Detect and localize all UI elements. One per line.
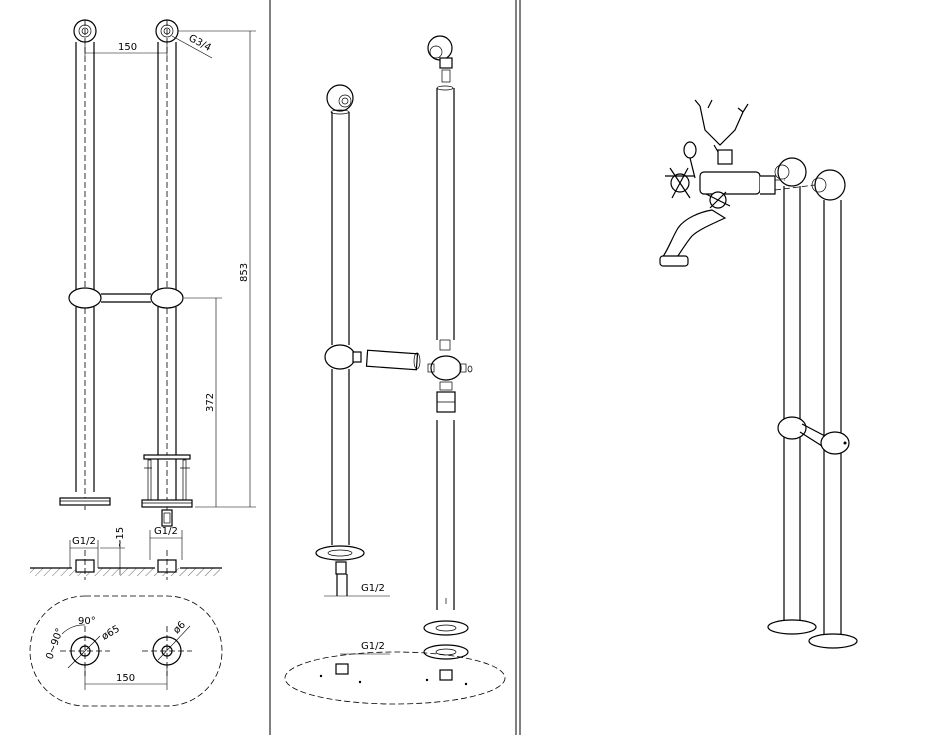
persp-front-pipe	[808, 169, 858, 649]
exploded-bar-piece	[365, 349, 421, 371]
dim-thread-right-label: G1/2	[154, 526, 178, 537]
dim-spacing-top: 150	[84, 42, 168, 56]
dim-total-height: 853	[178, 30, 256, 508]
dim-depth-label: ~15	[115, 527, 126, 548]
exploded-floor-plate: G1/2	[284, 641, 506, 705]
plan-dia-screw-label: ø6	[171, 620, 188, 637]
exploded-thread-lower-label: G1/2	[361, 583, 385, 594]
dim-thread-top-label: G3/4	[187, 33, 213, 54]
persp-tap-mixer	[659, 99, 816, 267]
dim-total-height-label: 853	[239, 263, 250, 282]
elevation-view: 150 G3/4 853 372 G1/2	[29, 19, 256, 707]
dim-spacing-top-label: 150	[118, 42, 137, 53]
plan-view: 0~90° 90° ø65 ø6 150	[29, 595, 223, 707]
dim-bar-height: 372	[184, 297, 222, 507]
right-base-flange	[141, 499, 193, 508]
exploded-left-column: G1/2	[315, 84, 390, 597]
dim-thread-left: G1/2	[69, 536, 99, 568]
connecting-bar	[68, 287, 184, 309]
left-standpipe	[75, 20, 95, 510]
plan-spacing-label: 150	[116, 673, 135, 684]
exploded-view: G1/2	[284, 35, 506, 705]
plan-dia-pipe-label: ø65	[100, 624, 122, 643]
persp-back-pipe	[767, 157, 817, 635]
exploded-right-column	[423, 35, 473, 660]
right-spigot	[161, 509, 173, 527]
dim-bar-height-label: 372	[205, 393, 216, 412]
perspective-view	[659, 99, 858, 649]
plan-angle-2-label: 90°	[78, 616, 96, 627]
persp-cross-bar	[777, 416, 850, 455]
left-base-flange	[59, 497, 111, 506]
plan-angle-1-label: 0~90°	[44, 627, 65, 661]
dim-thread-top: G3/4	[171, 33, 213, 59]
dim-depth: ~15	[100, 527, 126, 575]
floor-section	[30, 550, 222, 580]
exploded-thread-floor-label: G1/2	[361, 641, 385, 652]
right-standpipe	[157, 20, 177, 510]
dim-thread-left-label: G1/2	[72, 536, 96, 547]
right-cap-plate	[143, 454, 191, 501]
dim-thread-right: G1/2	[149, 526, 183, 560]
